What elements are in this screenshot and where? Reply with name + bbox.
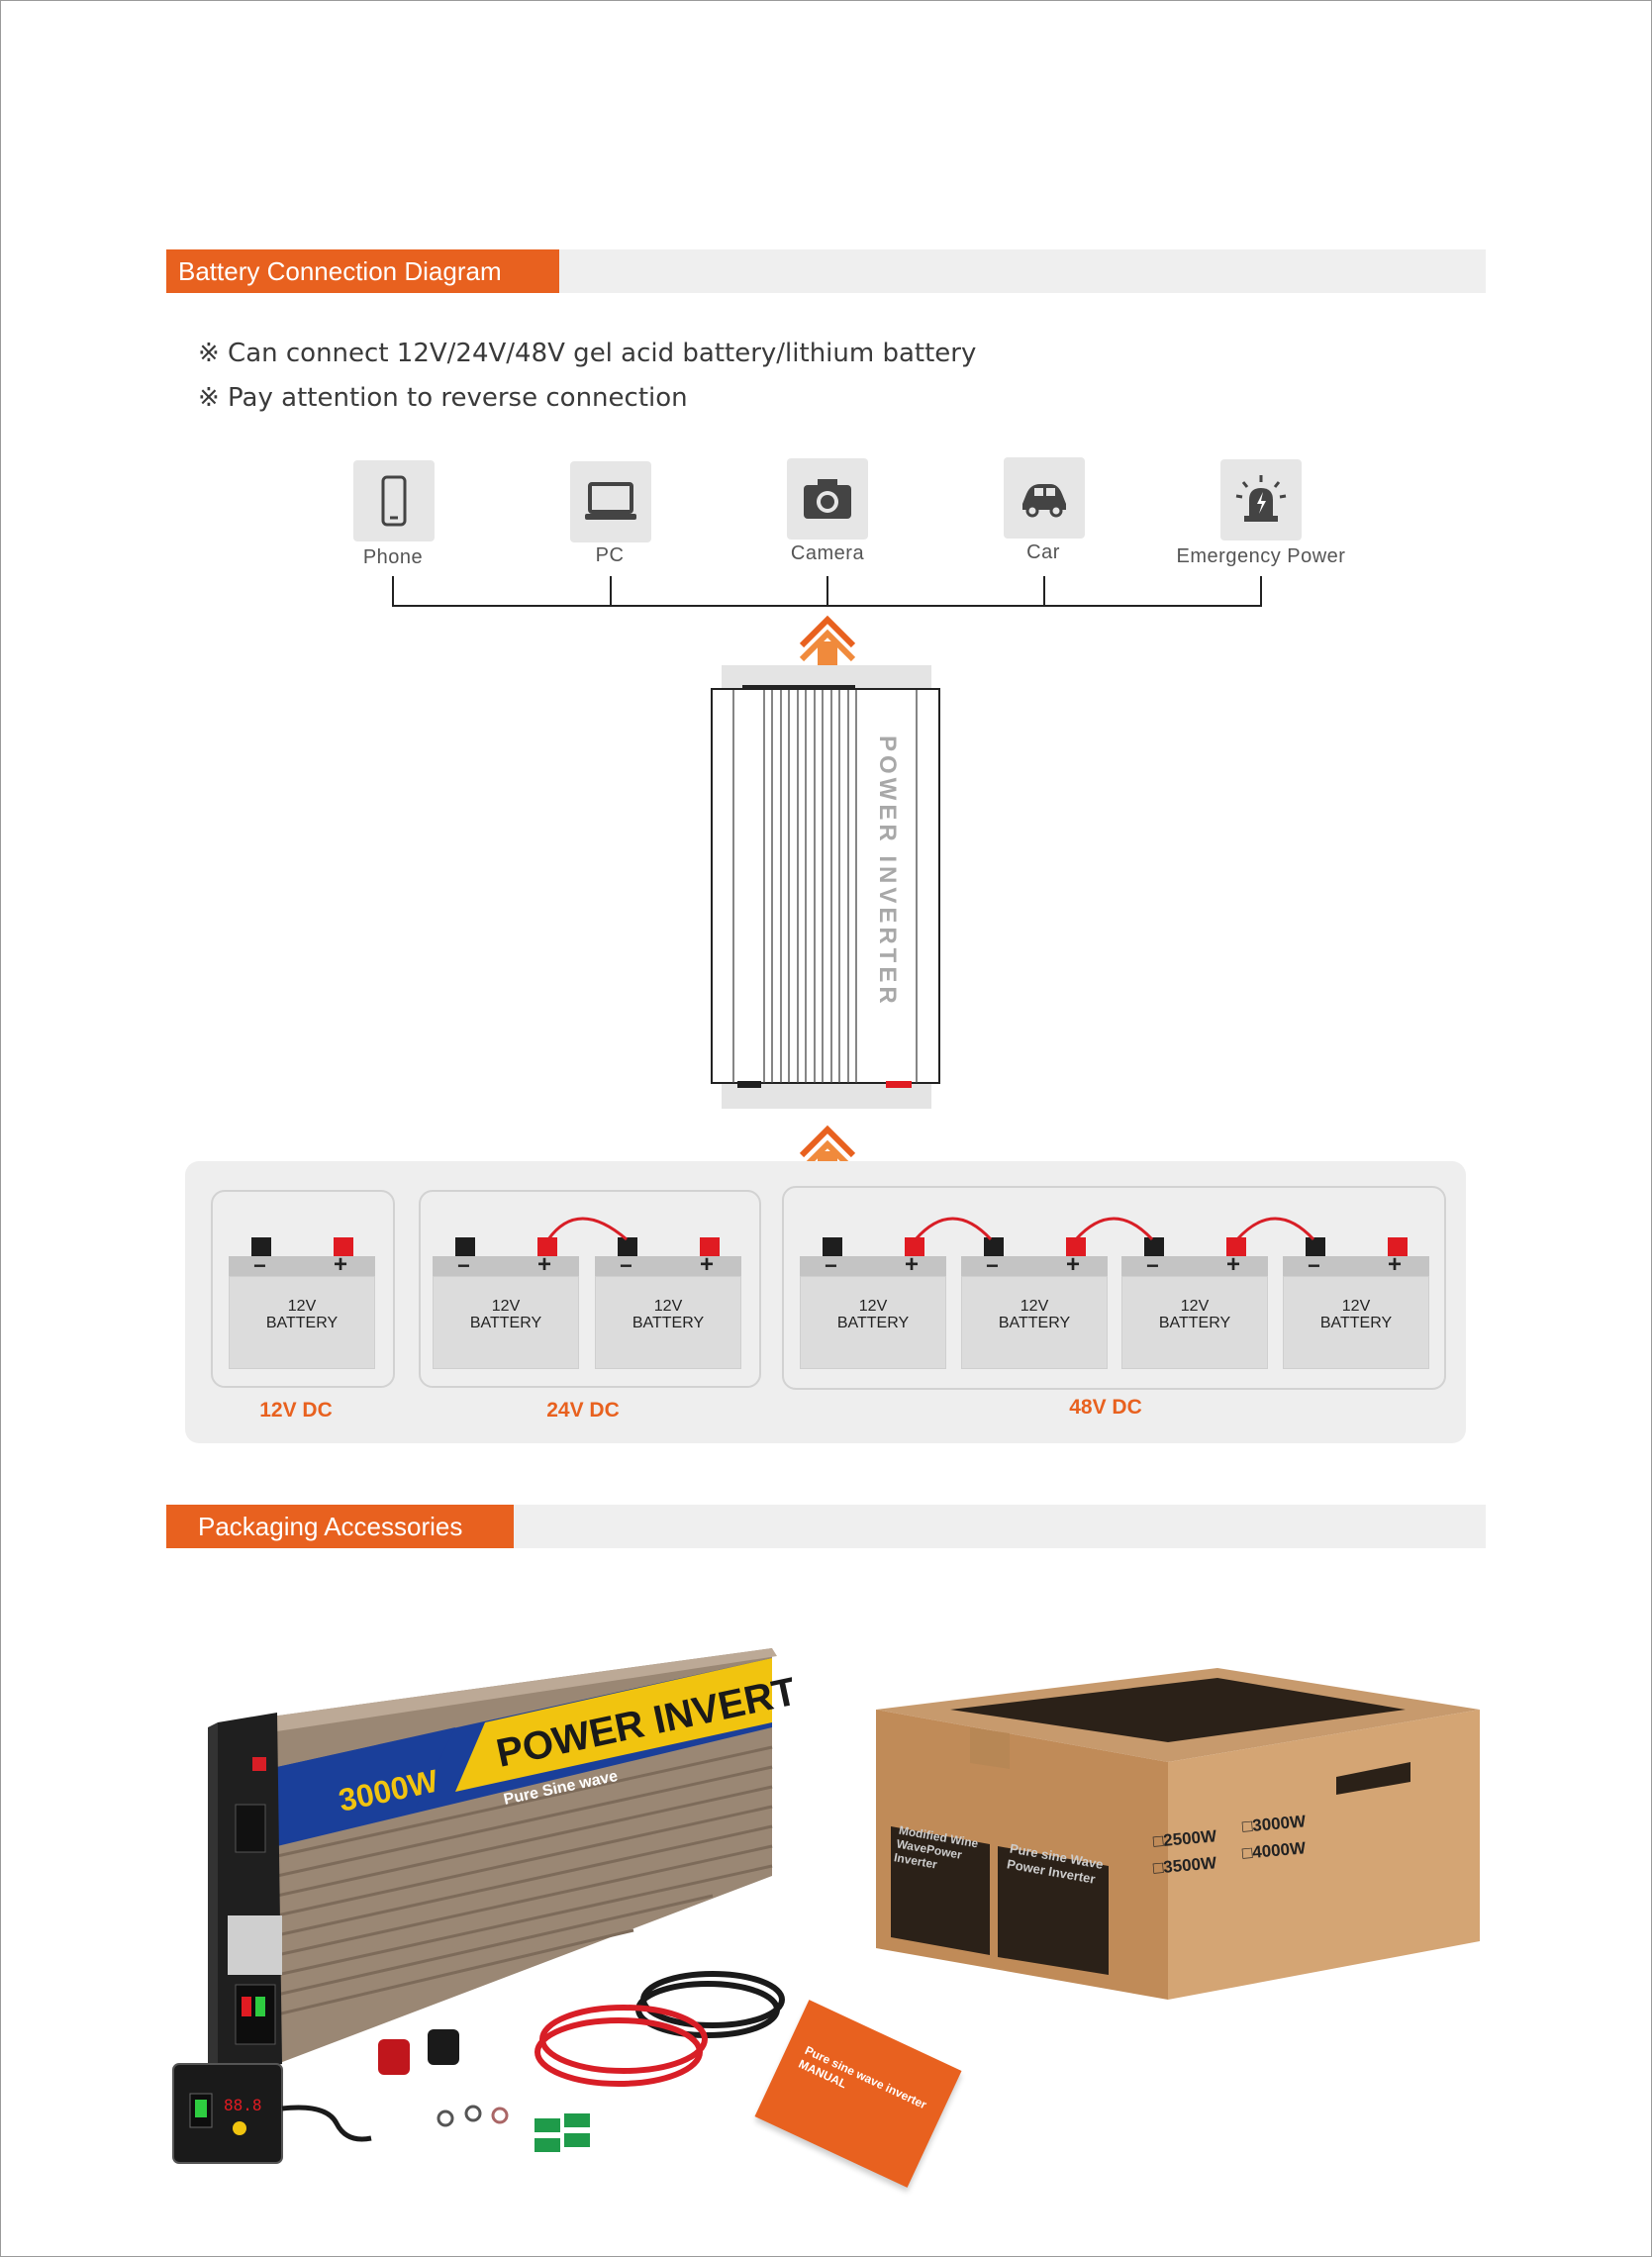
laptop-icon: [570, 461, 651, 542]
battery-voltage: 12V: [1341, 1298, 1371, 1315]
battery-voltage: 12V: [653, 1298, 683, 1315]
battery-text: BATTERY: [1158, 1315, 1231, 1331]
device-connector-lines: [392, 576, 1262, 607]
battery-voltage: 12V: [1180, 1298, 1210, 1315]
remote-display-value: 88.8: [224, 2096, 262, 2114]
phone-icon: [353, 460, 435, 541]
battery-group-12v: [211, 1190, 395, 1388]
inverter-product-image: 3000W POWER INVERTER Pure Sine wave 88.8: [172, 1648, 792, 2164]
config-label-24v: 24V DC: [546, 1399, 620, 1422]
battery-voltage: 12V: [287, 1298, 317, 1315]
battery-voltage: 12V: [858, 1298, 888, 1315]
section-header-packaging: Packaging Accessories: [166, 1505, 1486, 1548]
config-label-48v: 48V DC: [1069, 1396, 1142, 1419]
battery-text: BATTERY: [632, 1315, 705, 1331]
section-title: Packaging Accessories: [166, 1505, 514, 1548]
section-title: Battery Connection Diagram: [166, 249, 559, 293]
device-label-emergency: Emergency Power: [1176, 545, 1346, 567]
positive-terminal: [334, 1237, 353, 1256]
packaging-box: [876, 1668, 1480, 2000]
inverter-drawing: [711, 665, 940, 1109]
device-label-phone: Phone: [362, 546, 424, 568]
device-label-car: Car: [1026, 541, 1060, 563]
device-label-camera: Camera: [790, 542, 865, 564]
note-reverse-connection: ※ Pay attention to reverse connection: [198, 383, 688, 413]
camera-icon: [787, 458, 868, 540]
section-header-battery: Battery Connection Diagram: [166, 249, 1486, 293]
arrow-up-output: [799, 615, 856, 665]
config-label-12v: 12V DC: [259, 1399, 333, 1422]
device-label-pc: PC: [595, 544, 625, 566]
battery-text: BATTERY: [836, 1315, 910, 1331]
battery-voltage: 12V: [491, 1298, 521, 1315]
negative-terminal: [251, 1237, 271, 1256]
siren-icon: [1220, 459, 1302, 540]
battery-text: BATTERY: [1319, 1315, 1393, 1331]
battery-voltage: 12V: [1020, 1298, 1049, 1315]
manual-title: Pure sine wave inverter MANUAL: [796, 2043, 929, 2112]
battery-group-24v: [419, 1190, 761, 1388]
note-battery-types: ※ Can connect 12V/24V/48V gel acid batte…: [198, 339, 977, 368]
car-icon: [1004, 457, 1085, 539]
battery-text: BATTERY: [469, 1315, 542, 1331]
battery-text: BATTERY: [265, 1315, 339, 1331]
battery-text: BATTERY: [998, 1315, 1071, 1331]
battery-group-48v: [782, 1186, 1446, 1390]
